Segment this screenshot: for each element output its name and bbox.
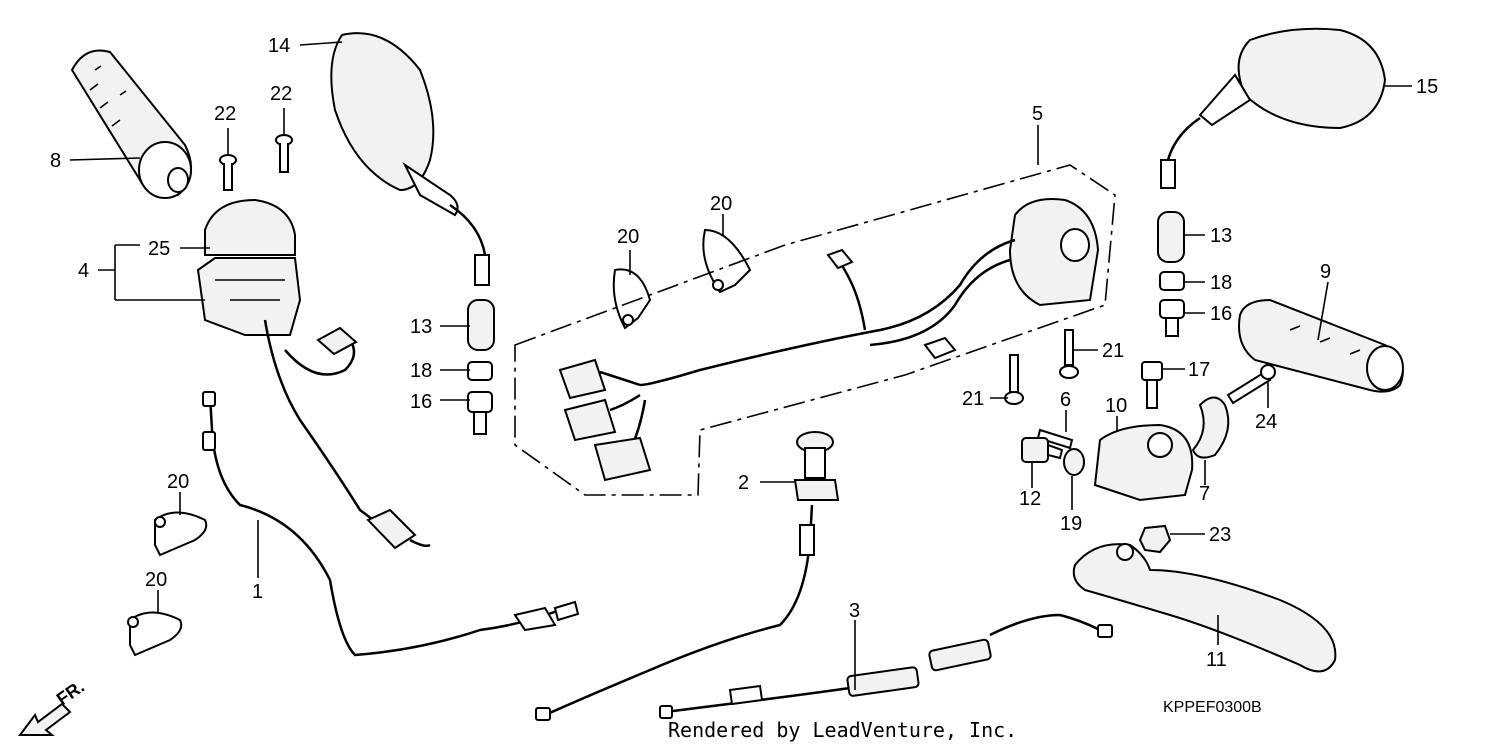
throttle-cable-1[interactable] <box>202 391 580 657</box>
clutch-cable-3[interactable] <box>659 613 1113 719</box>
left-mirror[interactable] <box>330 32 490 286</box>
callout-12: 12 <box>1019 488 1041 510</box>
clutch-lever-11[interactable] <box>1072 543 1337 673</box>
callout-24: 24 <box>1255 411 1277 433</box>
choke-cable-2[interactable] <box>535 504 815 721</box>
front-indicator-label: FR. <box>53 676 88 709</box>
callout-11: 11 <box>1206 649 1227 671</box>
right-bolt-16[interactable] <box>1159 299 1185 337</box>
bolt-17[interactable] <box>1141 361 1163 409</box>
left-adapter-13[interactable] <box>467 299 495 351</box>
left-grip[interactable] <box>70 49 193 199</box>
callout-15: 15 <box>1416 76 1438 98</box>
right-nut-18[interactable] <box>1159 271 1185 291</box>
screw-22-left[interactable] <box>219 154 237 191</box>
adjuster-bolt-6[interactable] <box>1036 428 1074 450</box>
callout-20-c: 20 <box>617 226 639 248</box>
cable-tie-20-a[interactable] <box>154 511 208 557</box>
callout-13-left: 13 <box>410 316 432 338</box>
right-grip[interactable] <box>1238 298 1404 393</box>
callout-2: 2 <box>738 472 749 494</box>
nut-23[interactable] <box>1138 524 1172 554</box>
callout-10: 10 <box>1105 395 1127 417</box>
cable-tie-20-b[interactable] <box>127 611 183 657</box>
callout-22-left: 22 <box>214 103 236 125</box>
callout-21-right: 21 <box>1102 340 1124 362</box>
callout-9: 9 <box>1320 261 1331 283</box>
front-direction-arrow: FR. <box>18 676 88 736</box>
callout-labels: 14 22 22 8 25 4 13 18 16 20 20 1 20 20 5… <box>50 35 1438 671</box>
callout-21-left: 21 <box>962 388 984 410</box>
callout-18-right: 18 <box>1210 272 1232 294</box>
rendered-by-credit: Rendered by LeadVenture, Inc. <box>668 718 1017 742</box>
callout-1: 1 <box>252 581 263 603</box>
callout-4: 4 <box>78 260 89 282</box>
callout-16-right: 16 <box>1210 303 1232 325</box>
left-switch-housing[interactable] <box>196 198 302 336</box>
locknut-19[interactable] <box>1063 448 1085 476</box>
cable-tie-20-d[interactable] <box>702 228 752 294</box>
callout-6: 6 <box>1060 389 1071 411</box>
callout-5: 5 <box>1032 103 1043 125</box>
callout-3: 3 <box>849 600 860 622</box>
screw-22-right[interactable] <box>275 134 293 173</box>
callout-20-d: 20 <box>710 193 732 215</box>
callout-20-b: 20 <box>145 569 167 591</box>
leader-lines <box>69 41 1412 690</box>
diagram-code: KPPEF0300B <box>1163 699 1262 716</box>
left-nut-18[interactable] <box>467 361 493 381</box>
callout-7: 7 <box>1199 483 1210 505</box>
choke-knob-2[interactable] <box>793 431 840 501</box>
callout-25: 25 <box>148 238 170 260</box>
callout-16-left: 16 <box>410 391 432 413</box>
screw-21-right[interactable] <box>1059 329 1079 379</box>
lever-bracket-10[interactable] <box>1093 423 1194 502</box>
right-adapter-13[interactable] <box>1157 211 1185 263</box>
callout-14: 14 <box>268 35 290 57</box>
callout-19: 19 <box>1060 513 1082 535</box>
right-mirror[interactable] <box>1160 27 1387 189</box>
callout-13-right: 13 <box>1210 225 1232 247</box>
callout-8: 8 <box>50 150 61 172</box>
left-bolt-16[interactable] <box>467 391 493 435</box>
bolt-24[interactable] <box>1226 364 1276 405</box>
callout-23: 23 <box>1209 524 1231 546</box>
left-switch-wiring[interactable] <box>263 319 431 550</box>
callout-20-a: 20 <box>167 471 189 493</box>
screw-21-left[interactable] <box>1004 354 1024 405</box>
callout-22-right: 22 <box>270 83 292 105</box>
cable-tie-20-c[interactable] <box>612 268 652 330</box>
callout-18-left: 18 <box>410 360 432 382</box>
right-switch-assembly[interactable] <box>514 164 1116 496</box>
adjuster-12[interactable] <box>1021 437 1064 463</box>
clamp-7[interactable] <box>1191 396 1230 459</box>
callout-17: 17 <box>1188 359 1210 381</box>
